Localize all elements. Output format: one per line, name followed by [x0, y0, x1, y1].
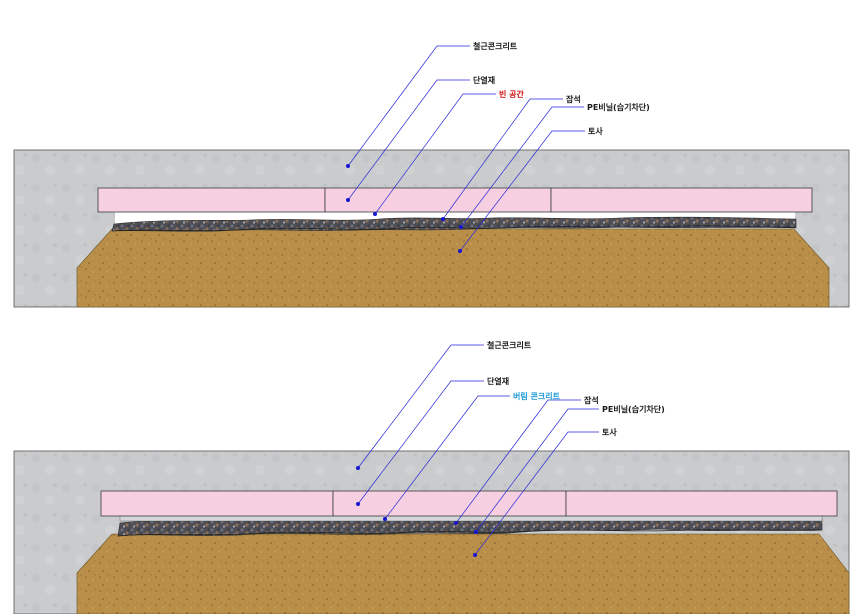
leader-dot [454, 521, 458, 525]
leader-dot [383, 517, 387, 521]
leader-line-insulation [347, 79, 470, 201]
insulation-board [97, 187, 326, 213]
label-soil: 토사 [602, 427, 617, 437]
label-reinforced-concrete: 철근콘크리트 [473, 41, 518, 51]
leader-line-concrete [347, 45, 470, 167]
label-pe-film: PE비닐(습기차단) [587, 102, 650, 112]
leader-dot [373, 212, 377, 216]
label-insulation: 단열재 [487, 376, 509, 386]
label-pe-film: PE비닐(습기차단) [602, 404, 665, 414]
pe-film-line [111, 225, 797, 232]
leader-dot [356, 466, 360, 470]
leader-dot [346, 164, 350, 168]
label-crushed-stone: 잡석 [584, 395, 599, 405]
leader-line-insulation [357, 380, 484, 505]
leader-line-soil [459, 130, 585, 252]
leader-line-lean-concrete [384, 395, 510, 520]
leader-dots [346, 164, 463, 253]
insulation-board [324, 187, 552, 213]
leader-dot [459, 225, 463, 229]
leader-line-soil [474, 431, 599, 556]
insulation-board [332, 490, 567, 517]
leader-dot [441, 217, 445, 221]
leader-dot [458, 249, 462, 253]
insulation-board [100, 490, 334, 517]
crushed-stone-layer [111, 216, 797, 232]
leader-line-pe-film [460, 106, 584, 228]
leader-dot [356, 502, 360, 506]
pe-film-line [117, 529, 823, 537]
leader-dot [346, 198, 350, 202]
section-panel-empty-space: 철근콘크리트 단열재 빈 공간 잡석 PE비닐(습기차단) 토사 [13, 41, 850, 308]
insulation-board [550, 187, 813, 213]
soil-fill [76, 228, 830, 308]
section-panel-lean-concrete: 철근콘크리트 단열재 버림 콘크리트 잡석 PE비닐(습기차단) 토사 [13, 340, 850, 614]
leader-line-gap [374, 93, 496, 215]
label-crushed-stone: 잡석 [566, 94, 581, 104]
label-void-space: 빈 공간 [499, 89, 525, 99]
label-reinforced-concrete: 철근콘크리트 [487, 340, 532, 350]
leader-dots [356, 466, 478, 557]
leader-line-concrete [357, 344, 484, 469]
leader-line-pe-film [475, 408, 599, 533]
leader-line-gravel [455, 399, 581, 524]
insulation-board [565, 490, 838, 517]
leader-lines [357, 344, 599, 556]
label-insulation: 단열재 [473, 75, 495, 85]
label-soil: 토사 [588, 126, 603, 136]
leader-dot [473, 553, 477, 557]
soil-fill [76, 533, 850, 614]
label-lean-concrete: 버림 콘크리트 [513, 391, 561, 401]
leader-lines [347, 45, 585, 252]
leader-dot [474, 530, 478, 534]
leader-line-gravel [442, 98, 563, 220]
